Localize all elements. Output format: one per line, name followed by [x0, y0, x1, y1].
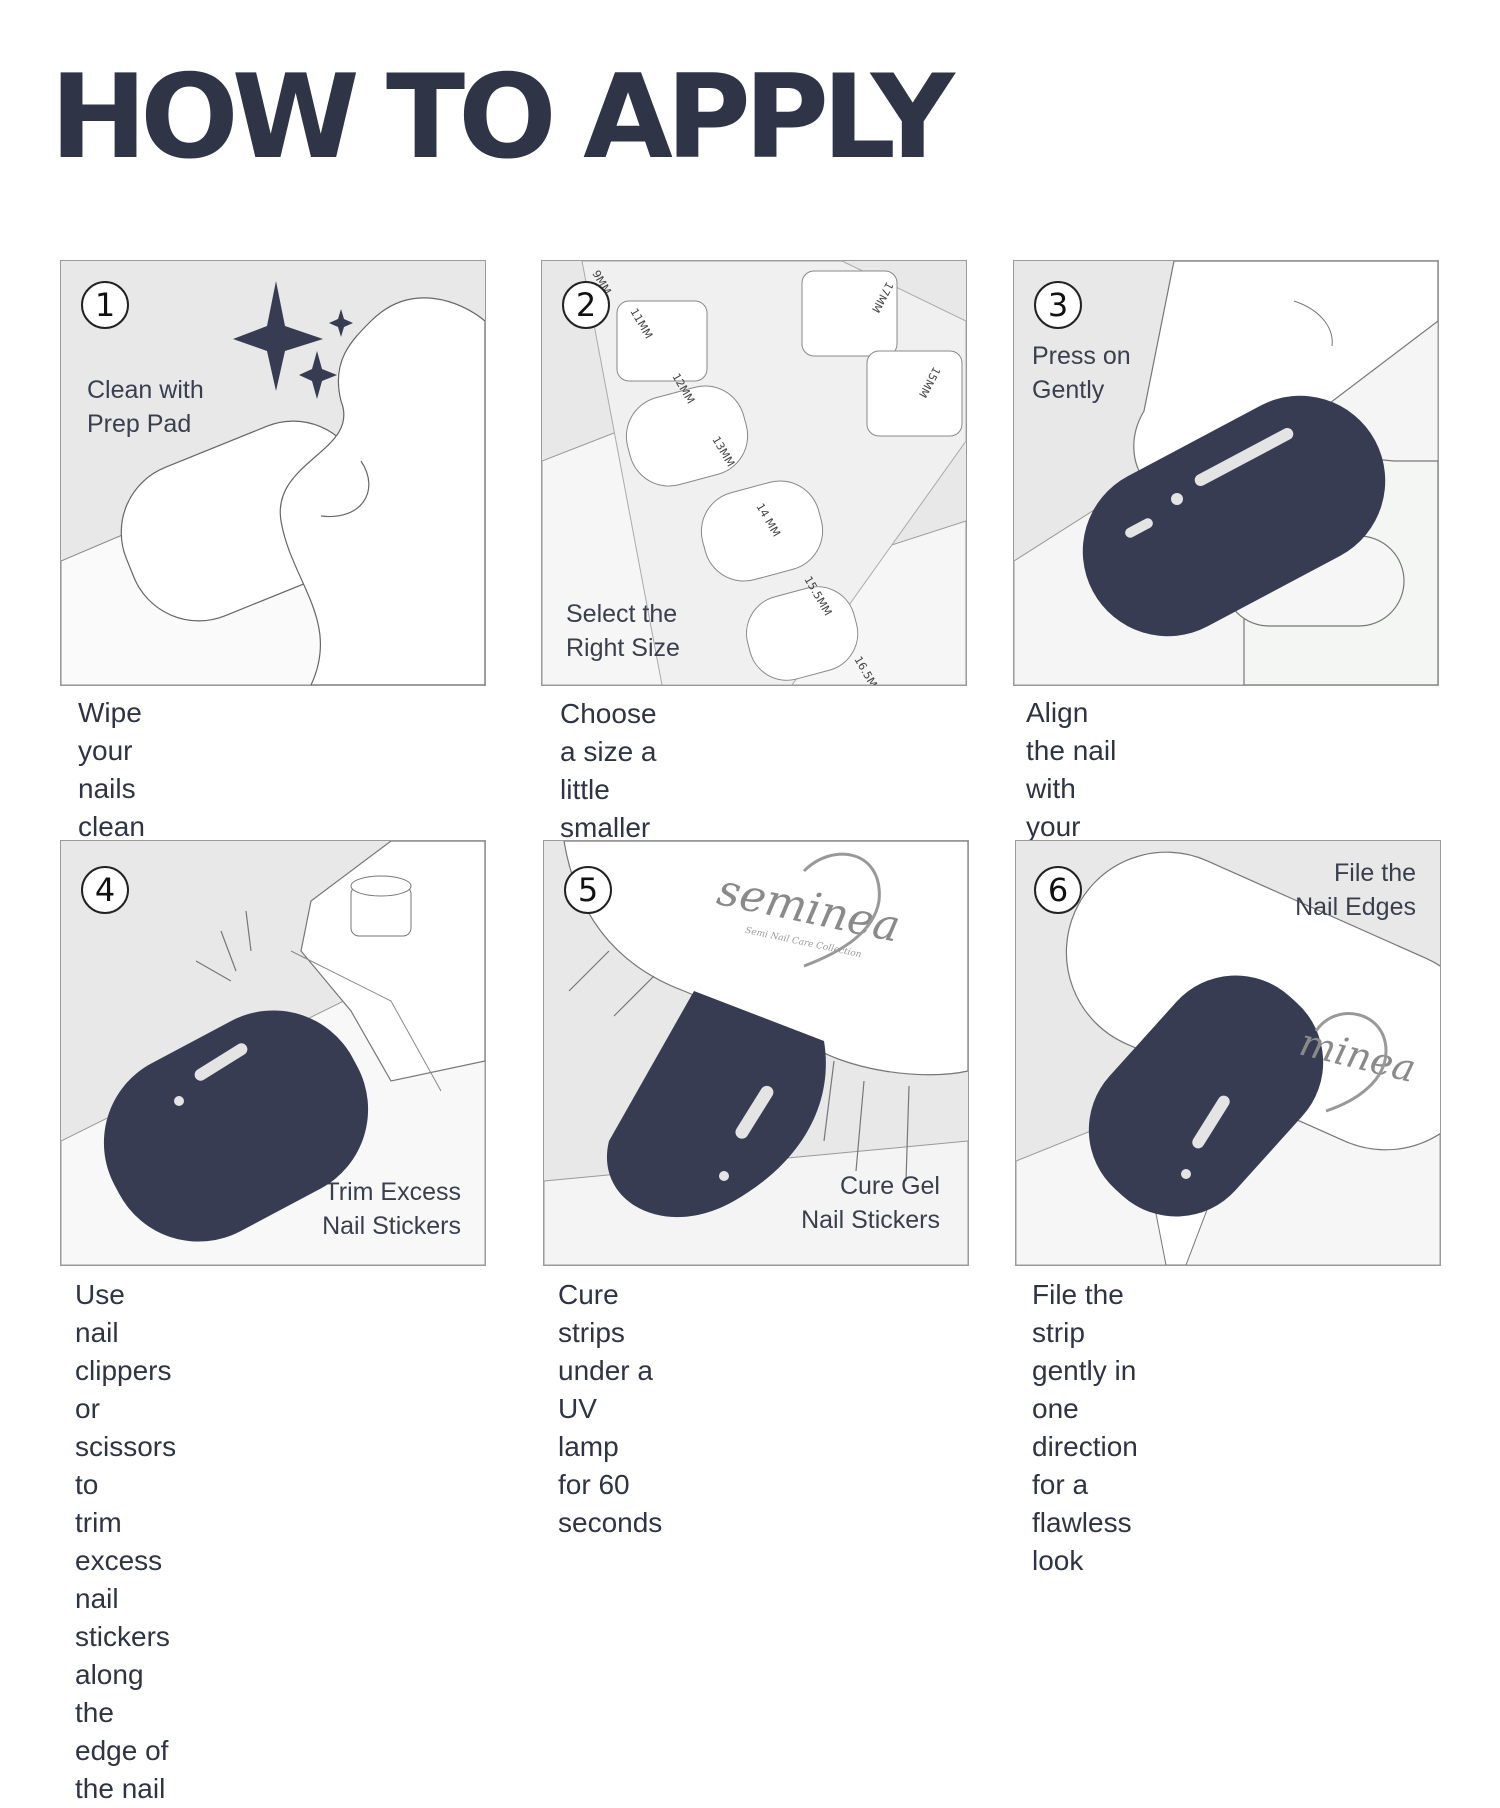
step-6-caption: File the strip gently in one direction f…: [1032, 1279, 1138, 1576]
sparkle-small-icon: [329, 309, 353, 337]
step-5-number: 5: [564, 866, 612, 914]
step-1-panel-label: Clean with Prep Pad: [87, 376, 204, 438]
step-1-number: 1: [81, 281, 129, 329]
step-2-number: 2: [562, 281, 610, 329]
step-6-panel: minea 6 File the Nail Edges: [1015, 840, 1441, 1266]
step-2-illustration: 9MM 11MM 12MM 13MM 14 MM 15.5MM 16.5MM 1…: [542, 261, 966, 685]
step-2-panel-label: Select the Right Size: [566, 600, 680, 662]
step-4-number: 4: [81, 866, 129, 914]
step-5-panel-label: Cure Gel Nail Stickers: [801, 1172, 940, 1234]
nail-strip-shape: [103, 1010, 369, 1242]
step-5-panel: seminea Semi Nail Care Collection 5 Cure…: [543, 840, 969, 1266]
step-1-panel: 1 Clean with Prep Pad: [60, 260, 486, 686]
step-3-panel-label: Press on Gently: [1032, 342, 1131, 404]
nail-strip-shape: [1088, 975, 1324, 1217]
step-6-number: 6: [1034, 866, 1082, 914]
step-4-panel: 4 Trim Excess Nail Stickers: [60, 840, 486, 1266]
page-title: HOW TO APPLY: [50, 50, 955, 185]
step-5-caption: Cure strips under a UV lamp for 60 secon…: [558, 1279, 663, 1538]
step-6-illustration: minea: [1016, 851, 1440, 1265]
step-4-panel-label: Trim Excess Nail Stickers: [322, 1178, 461, 1240]
step-6-panel-label: File the Nail Edges: [1295, 859, 1416, 921]
sparkle-large-icon: [233, 281, 323, 391]
step-3-panel: 3 Press on Gently: [1013, 260, 1439, 686]
clipper-icon: [300, 841, 485, 1082]
step-4-illustration: [61, 841, 485, 1265]
nail-strip-shape: [606, 991, 826, 1218]
step-2-panel: 9MM 11MM 12MM 13MM 14 MM 15.5MM 16.5MM 1…: [541, 260, 967, 686]
step-3-number: 3: [1034, 281, 1082, 329]
step-5-illustration: seminea Semi Nail Care Collection: [544, 841, 968, 1265]
sparkle-medium-icon: [299, 351, 337, 399]
step-1-illustration: [61, 281, 485, 685]
step-3-illustration: [1014, 261, 1438, 685]
nail-strip-shape: [1082, 395, 1386, 637]
step-4-caption: Use nail clippers or scissors to trim ex…: [75, 1279, 177, 1804]
